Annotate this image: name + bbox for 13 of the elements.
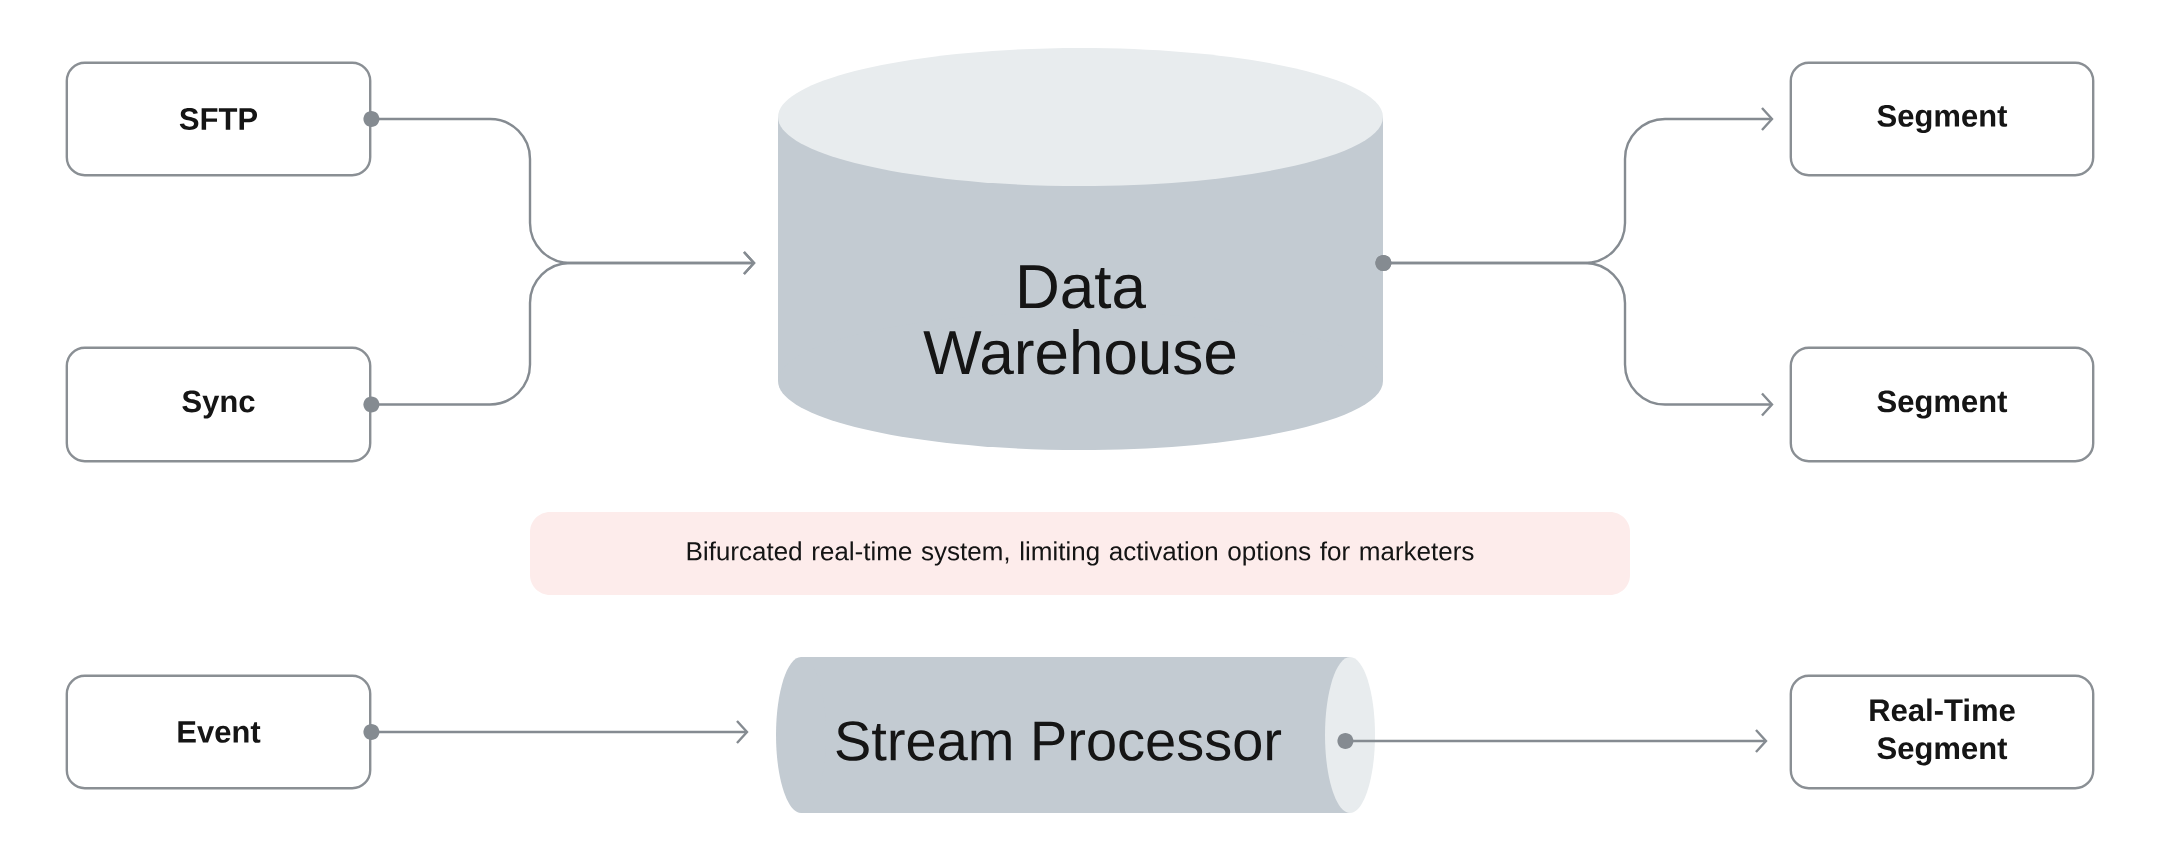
stream-cylinder: Stream Processor [776, 657, 1375, 813]
arrow [1375, 255, 1774, 417]
process-box: Sync [65, 346, 372, 463]
database-cylinder: Data Warehouse [778, 48, 1383, 450]
process-box: Segment [1789, 61, 2095, 177]
arrow [363, 720, 749, 744]
process-box: Real-Time Segment [1789, 674, 2095, 790]
process-box: Event [65, 674, 372, 790]
arrow [363, 251, 756, 413]
note-banner: Bifurcated real-time system, limiting activation options for marketers [530, 512, 1630, 595]
arrow [1337, 729, 1768, 753]
process-box: Segment [1789, 346, 2095, 463]
process-box: SFTP [65, 61, 372, 177]
